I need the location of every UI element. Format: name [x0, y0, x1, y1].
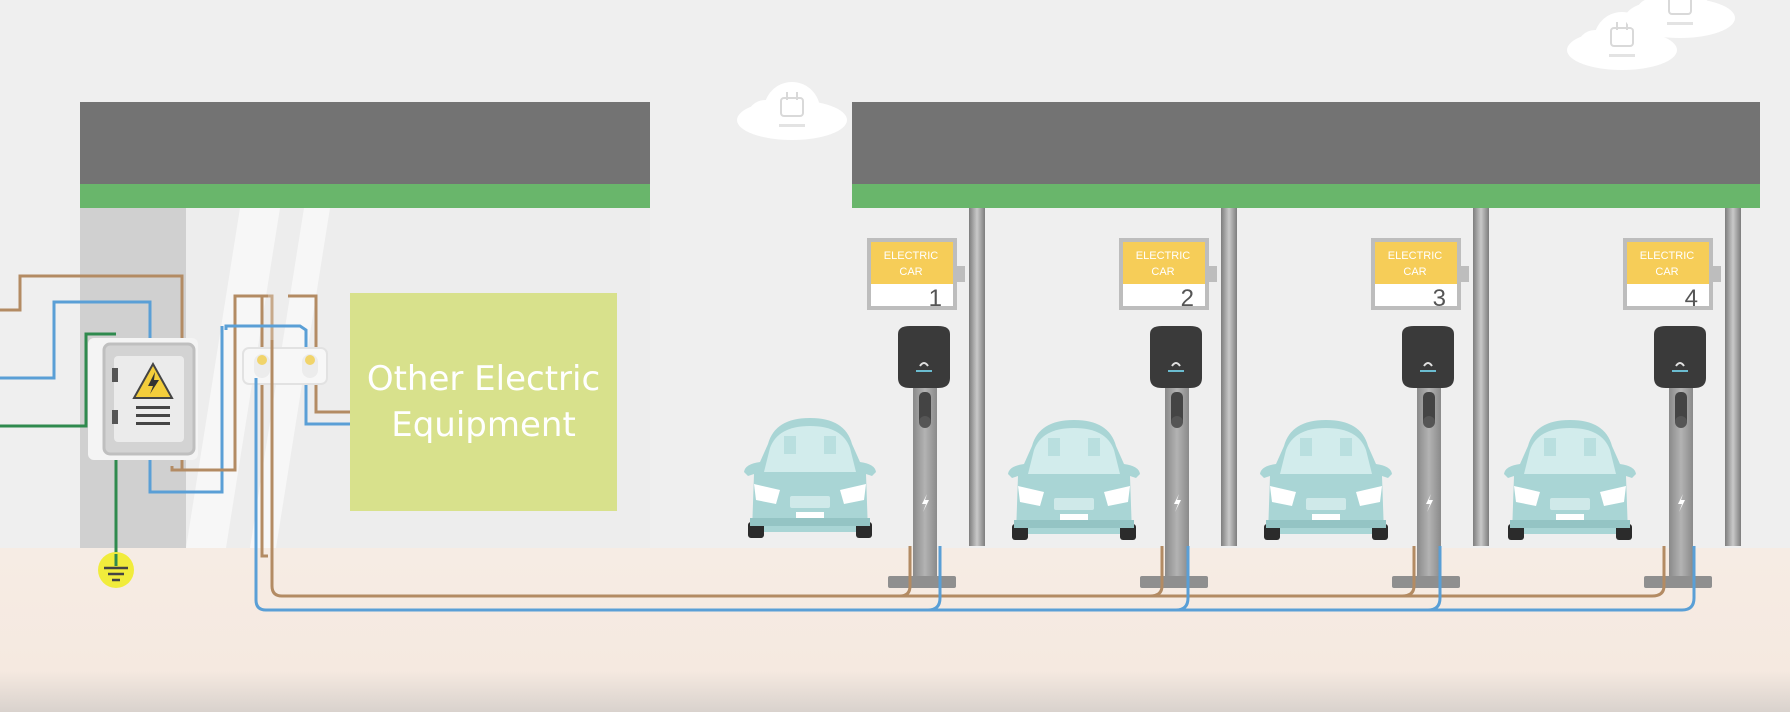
ground-area — [0, 548, 1790, 712]
bay-sign-line1: ELECTRIC — [1388, 250, 1442, 262]
bay-sign-line1: ELECTRIC — [884, 250, 938, 262]
canopy-pole — [1221, 208, 1237, 546]
car-icon — [744, 418, 876, 538]
building-roof-stripe — [80, 184, 650, 208]
charging-canopy — [852, 102, 1760, 546]
car-icon — [1008, 420, 1140, 540]
electric-panel-icon — [88, 338, 198, 460]
bay-sign-line1: ELECTRIC — [1640, 250, 1694, 262]
cloud-icon — [736, 81, 848, 141]
canopy-roof — [852, 102, 1760, 184]
canopy-roof-stripe — [852, 184, 1760, 208]
bay-sign-line2: CAR — [1151, 266, 1174, 278]
charging-bay: ELECTRIC CAR 3 — [1260, 238, 1469, 589]
bay-sign-line2: CAR — [1655, 266, 1678, 278]
charging-bay: ELECTRIC CAR 4 — [1504, 238, 1721, 589]
breaker-icon — [242, 347, 328, 385]
bay-sign-line2: CAR — [1403, 266, 1426, 278]
charging-bay: ELECTRIC CAR 2 — [1008, 238, 1217, 589]
bay-sign-line2: CAR — [899, 266, 922, 278]
car-icon — [1260, 420, 1392, 540]
bay-number: 1 — [929, 285, 942, 312]
bay-number: 3 — [1433, 285, 1446, 312]
bay-sign-line1: ELECTRIC — [1136, 250, 1190, 262]
bay-number: 2 — [1181, 285, 1194, 312]
ground-icon — [98, 552, 134, 588]
canopy-pole — [1725, 208, 1741, 546]
building-roof — [80, 102, 650, 184]
canopy-pole — [969, 208, 985, 546]
charging-bay: ELECTRIC CAR 1 — [744, 238, 965, 589]
supply-cables — [254, 340, 1696, 612]
equipment-box — [350, 293, 617, 511]
car-icon — [1504, 420, 1636, 540]
canopy-pole — [1473, 208, 1489, 546]
bay-number: 4 — [1685, 285, 1698, 312]
equipment-label: Other Electric Equipment — [366, 359, 601, 445]
